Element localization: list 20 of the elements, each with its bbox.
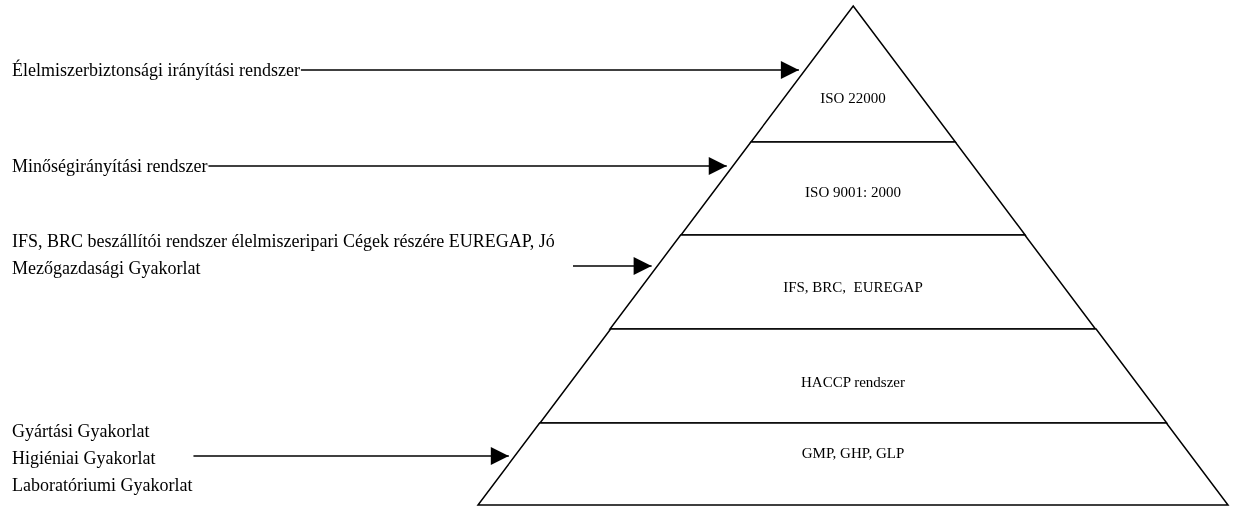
tier-label: ISO 9001: 2000 bbox=[804, 183, 902, 201]
description-text: IFS, BRC beszállítói rendszer élelmiszeripari Cégek részére EUREGAP, Jó Mezőgazdasági Gyakorlat bbox=[12, 230, 556, 280]
tier-label: GMP, GHP, GLP bbox=[800, 444, 906, 462]
description-text: Laboratóriumi Gyakorlat bbox=[12, 474, 193, 497]
description-text: Minőségirányítási rendszer bbox=[12, 155, 208, 178]
tier-label: HACCP rendszer bbox=[799, 373, 906, 391]
arrow bbox=[572, 257, 653, 275]
tier-label: IFS, BRC, EUREGAP bbox=[782, 278, 924, 296]
tier-label: ISO 22000 bbox=[819, 89, 887, 107]
description-text: Élelmiszerbiztonsági irányítási rendszer bbox=[12, 58, 300, 82]
description-text: Higiéniai Gyakorlat bbox=[12, 447, 157, 470]
pyramid-tier bbox=[610, 235, 1096, 329]
pyramid-tier bbox=[539, 329, 1167, 423]
pyramid-tier bbox=[478, 423, 1228, 505]
pyramid-tier bbox=[750, 6, 956, 142]
arrow bbox=[192, 447, 510, 465]
arrow bbox=[207, 157, 728, 175]
pyramid-tier bbox=[680, 142, 1026, 235]
description-text: Gyártási Gyakorlat bbox=[12, 420, 151, 443]
arrow bbox=[300, 61, 800, 79]
